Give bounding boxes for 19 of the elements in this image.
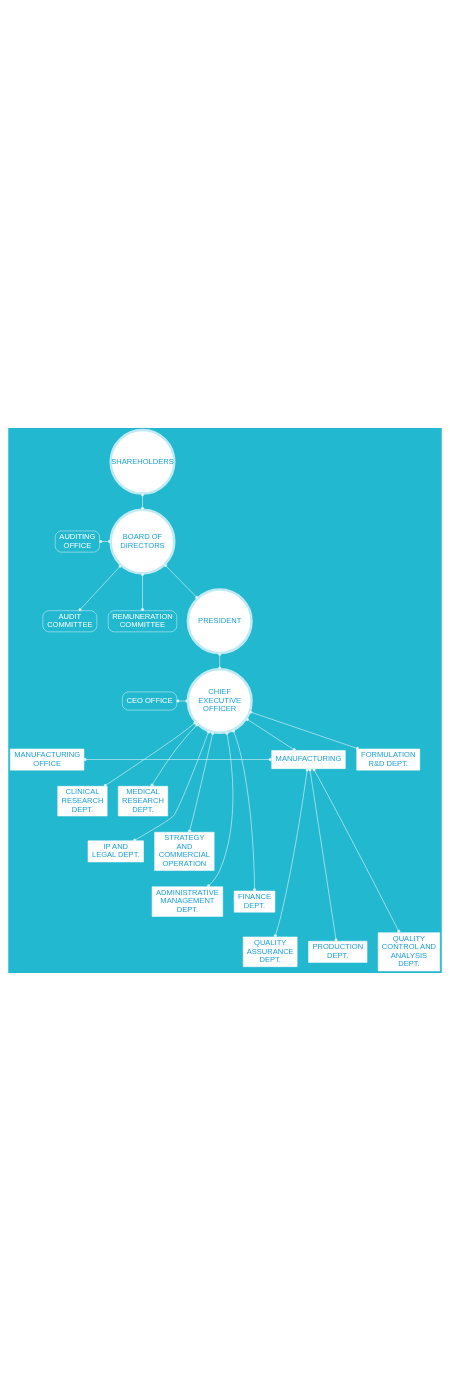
- connector: [273, 767, 309, 937]
- connector: [133, 730, 210, 842]
- connector: [308, 767, 338, 941]
- connector: [103, 720, 197, 787]
- connector: [99, 539, 111, 543]
- connector: [312, 767, 401, 933]
- connector: [218, 652, 222, 669]
- connector: [245, 717, 296, 751]
- connector: [150, 722, 199, 787]
- connector: [249, 710, 359, 750]
- connector: [188, 731, 215, 832]
- connector: [232, 729, 257, 891]
- connector: [140, 492, 144, 510]
- connector: [207, 731, 234, 887]
- connector: [176, 699, 189, 703]
- connector: [140, 572, 144, 611]
- connector: [163, 563, 199, 599]
- connector: [78, 564, 122, 611]
- connector: [83, 757, 272, 761]
